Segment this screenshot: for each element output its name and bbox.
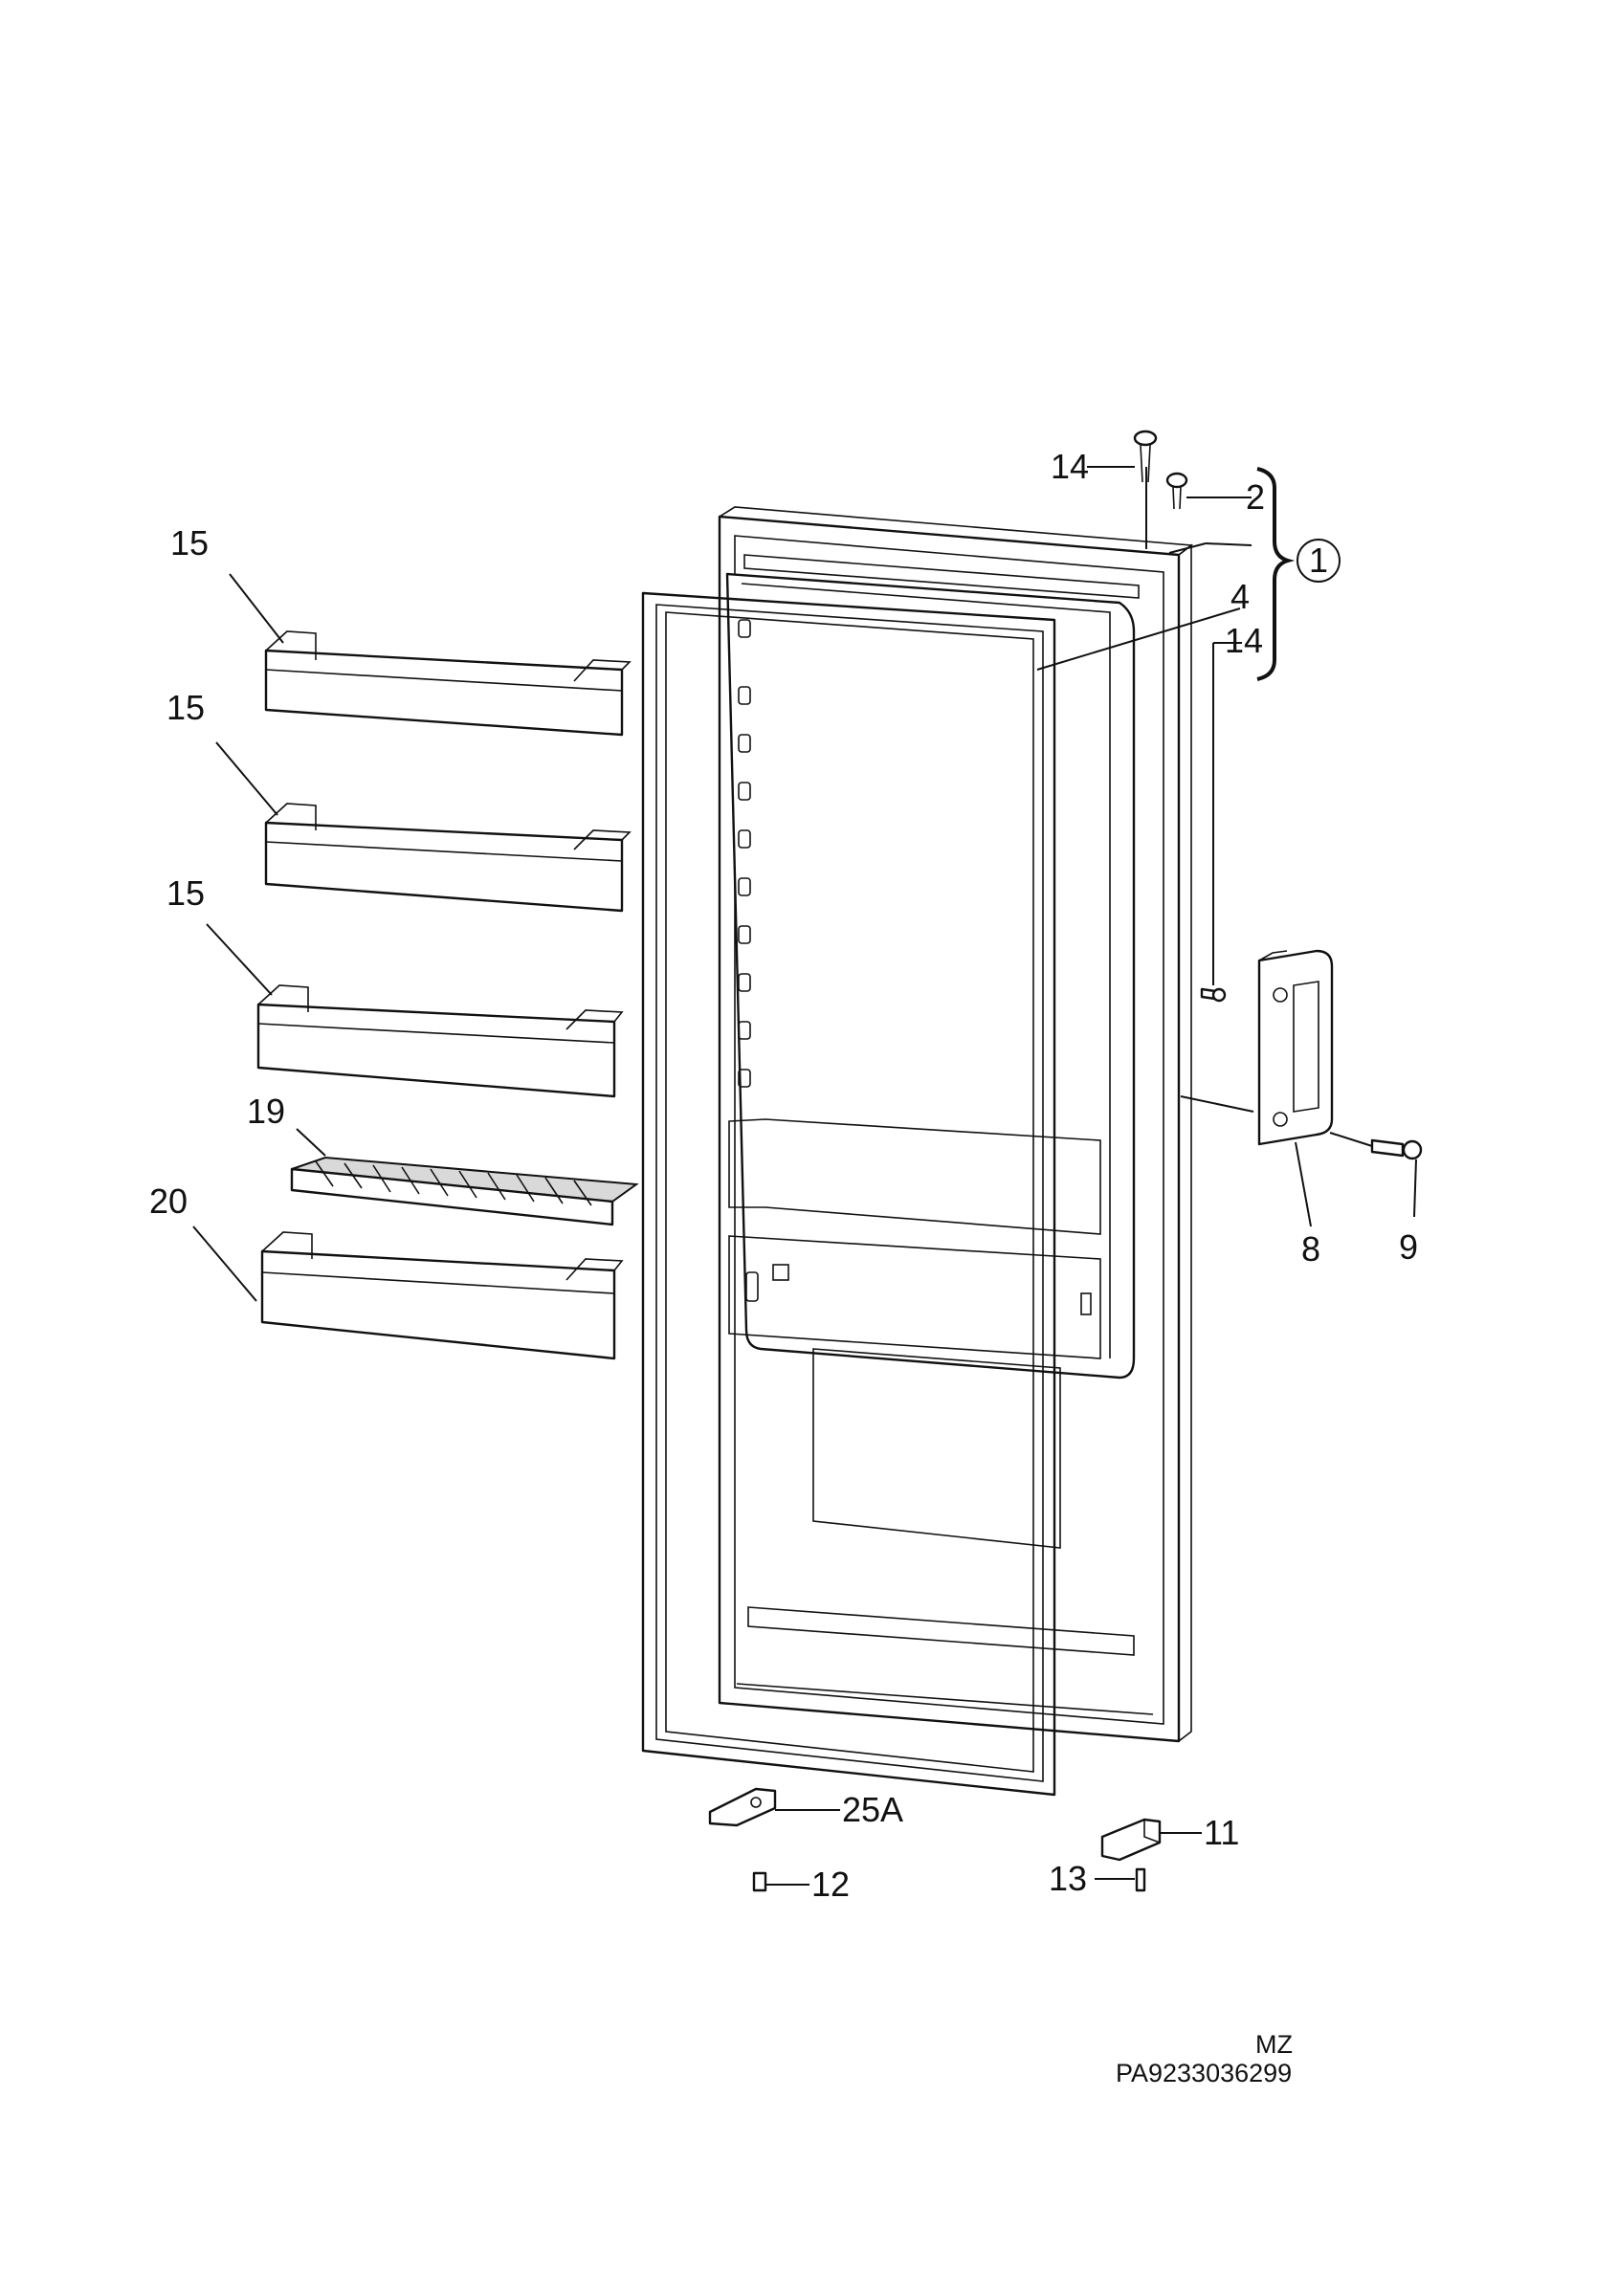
door-shelf-2 <box>264 803 632 913</box>
hinge-bracket <box>1100 1818 1162 1862</box>
label-20: 20 <box>149 1181 188 1221</box>
screw-13 <box>1135 1867 1146 1892</box>
label-19: 19 <box>247 1092 285 1131</box>
label-9: 9 <box>1399 1227 1418 1267</box>
door-gasket <box>641 591 1056 1797</box>
door-shelf-1 <box>264 630 632 737</box>
label-1: 1 <box>1309 541 1328 580</box>
label-14-side: 14 <box>1225 621 1263 660</box>
bushing <box>1165 472 1188 510</box>
handle-screw <box>1370 1138 1423 1160</box>
door-inner-liner <box>725 554 1154 1715</box>
label-25a: 25A <box>842 1790 903 1829</box>
door-shelf-3 <box>256 984 624 1098</box>
group-brace <box>1256 467 1296 681</box>
bottle-rack <box>290 1156 639 1226</box>
label-14-top: 14 <box>1051 447 1089 486</box>
label-11: 11 <box>1204 1813 1239 1852</box>
group-circle-1 <box>1297 539 1341 583</box>
label-12: 12 <box>811 1865 850 1904</box>
footer-code-line-2: PA9233036299 <box>1116 2059 1292 2087</box>
footer-code-line-1: MZ <box>1255 2030 1293 2059</box>
door-handle <box>1257 949 1334 1146</box>
label-13: 13 <box>1049 1859 1087 1898</box>
hinge-cover <box>708 1787 777 1827</box>
bottle-shelf <box>260 1231 624 1360</box>
label-2: 2 <box>1246 477 1265 517</box>
shelf-slots <box>738 619 751 1088</box>
label-8: 8 <box>1301 1229 1320 1269</box>
label-15-top: 15 <box>170 523 209 563</box>
label-15-bottom: 15 <box>166 873 205 913</box>
leader-lines <box>192 466 1417 1886</box>
screw-12 <box>752 1871 767 1892</box>
label-4: 4 <box>1230 577 1250 616</box>
hinge-pin-upper <box>1133 430 1158 483</box>
label-15-middle: 15 <box>166 688 205 727</box>
small-screw-14 <box>1200 987 1227 1003</box>
